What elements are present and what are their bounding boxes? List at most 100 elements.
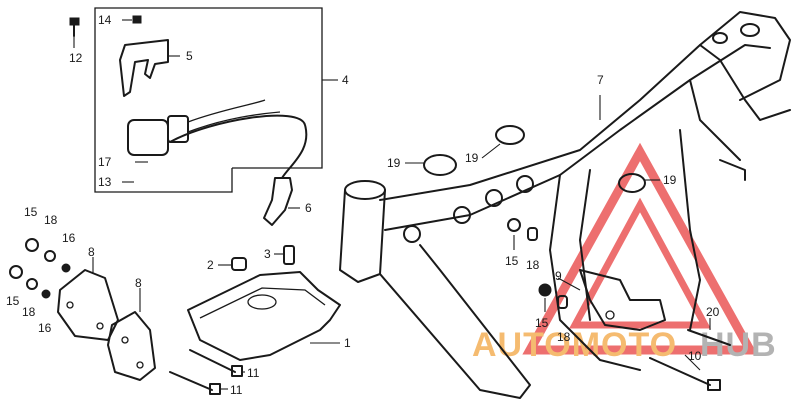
callout-18d: 18 — [557, 330, 571, 344]
bolts-11 — [169, 349, 245, 395]
down-tube — [379, 244, 531, 399]
coil-body — [127, 119, 169, 156]
callout-19a: 19 — [387, 156, 401, 170]
callout-13: 13 — [98, 175, 112, 189]
bracket-hole — [605, 310, 615, 320]
callout-6: 6 — [305, 201, 312, 215]
ignition-coil-group-box — [94, 7, 338, 193]
spark-plug-cap-6 — [263, 177, 300, 226]
wire-clamps-19 — [405, 125, 660, 193]
watermark-triangle-inner — [569, 197, 711, 329]
callout-14: 14 — [98, 13, 112, 27]
callout-18b: 18 — [22, 305, 36, 319]
skid-plate-hole — [247, 294, 277, 310]
callout-11a: 11 — [247, 366, 260, 380]
coil-bracket-5 — [119, 39, 180, 97]
callout-7: 7 — [597, 73, 604, 87]
plate-a-hole-1 — [66, 301, 74, 309]
coil-terminal — [167, 115, 189, 143]
bolt-11a-shank — [189, 349, 236, 373]
bolt-11a-head — [231, 365, 243, 377]
watermark-text-hub: HUB — [700, 326, 777, 364]
plate-b-hole-2 — [136, 361, 144, 369]
washer-16a — [61, 263, 71, 273]
callout-19b: 19 — [465, 151, 479, 165]
washer-18a — [44, 250, 56, 262]
callout-1: 1 — [344, 336, 351, 350]
rear-loop — [699, 44, 791, 121]
plate-a-hole-2 — [96, 322, 104, 330]
washer-18b — [26, 278, 38, 290]
watermark-triangle-outer — [522, 142, 758, 355]
callout-19c: 19 — [663, 173, 677, 187]
frame-hole-3 — [485, 189, 503, 207]
callout-3: 3 — [264, 247, 271, 261]
steering-head-top — [344, 180, 386, 200]
bracket-plate — [119, 39, 169, 97]
plate-b-hole-1 — [121, 336, 129, 344]
bolt-20-shank — [687, 329, 731, 346]
high-tension-lead — [169, 114, 308, 179]
center-tube-inner — [579, 169, 591, 321]
nut-15c — [507, 218, 521, 232]
ignition-coil — [122, 99, 308, 183]
nut-15a — [25, 238, 39, 252]
center-tube — [549, 174, 641, 371]
nut-15b — [9, 265, 23, 279]
frame-hole-2 — [453, 206, 471, 224]
callout-16a: 16 — [62, 231, 76, 245]
callout-16b: 16 — [38, 321, 52, 335]
spacer-3 — [274, 245, 295, 265]
leader-19b — [481, 143, 501, 159]
frame-hole-1 — [403, 225, 421, 243]
washer-18c — [527, 227, 538, 241]
callout-4: 4 — [342, 73, 349, 87]
collar-2 — [218, 257, 247, 271]
callout-15b: 15 — [6, 294, 20, 308]
callout-labels: 1 2 3 4 5 6 7 8 8 9 10 11 11 12 13 14 15… — [6, 13, 720, 397]
hardware-stack-left — [9, 238, 71, 299]
bolt-10 — [649, 354, 721, 391]
washer-18d — [557, 295, 568, 309]
callout-15d: 15 — [535, 316, 549, 330]
leader-9 — [557, 277, 581, 291]
clamp-19b — [495, 125, 525, 145]
callout-9: 9 — [555, 269, 562, 283]
callout-8b: 8 — [135, 276, 142, 290]
watermark-text-automoto: AUTOMOTO — [472, 326, 677, 364]
bolt-10-shank — [649, 357, 711, 386]
spacer-body — [283, 245, 295, 265]
nut-body — [132, 15, 142, 24]
skid-plate-body — [187, 271, 341, 361]
bolt-20 — [687, 318, 731, 346]
callout-20: 20 — [706, 305, 720, 319]
callout-17: 17 — [98, 155, 112, 169]
callout-5: 5 — [186, 49, 193, 63]
primary-wire-a — [187, 99, 266, 123]
washer-16b — [41, 289, 51, 299]
hardware-stack-right — [507, 218, 568, 312]
bolt-head — [69, 17, 80, 26]
leader-10 — [684, 354, 701, 371]
seat-rail-lower — [689, 79, 741, 161]
skid-plate-1 — [187, 271, 341, 361]
backbone-lower — [384, 44, 771, 231]
nut-15d — [538, 283, 552, 297]
frame-hole-4 — [516, 175, 534, 193]
callout-18c: 18 — [526, 258, 540, 272]
clamp-19a — [423, 154, 457, 176]
callout-15a: 15 — [24, 205, 38, 219]
hanger-plate-b — [107, 311, 156, 381]
skid-plate-ridge — [199, 287, 326, 319]
steering-head-tube — [339, 189, 386, 283]
plug-cap-body — [263, 177, 293, 226]
bolt-12 — [69, 17, 80, 48]
nut-14 — [122, 15, 142, 24]
callout-11b: 11 — [230, 383, 243, 397]
callout-2: 2 — [207, 258, 214, 272]
group-box-outline — [94, 7, 323, 193]
callout-10: 10 — [688, 349, 702, 363]
callout-12: 12 — [69, 51, 83, 65]
engine-hanger-plates-8 — [57, 257, 156, 381]
